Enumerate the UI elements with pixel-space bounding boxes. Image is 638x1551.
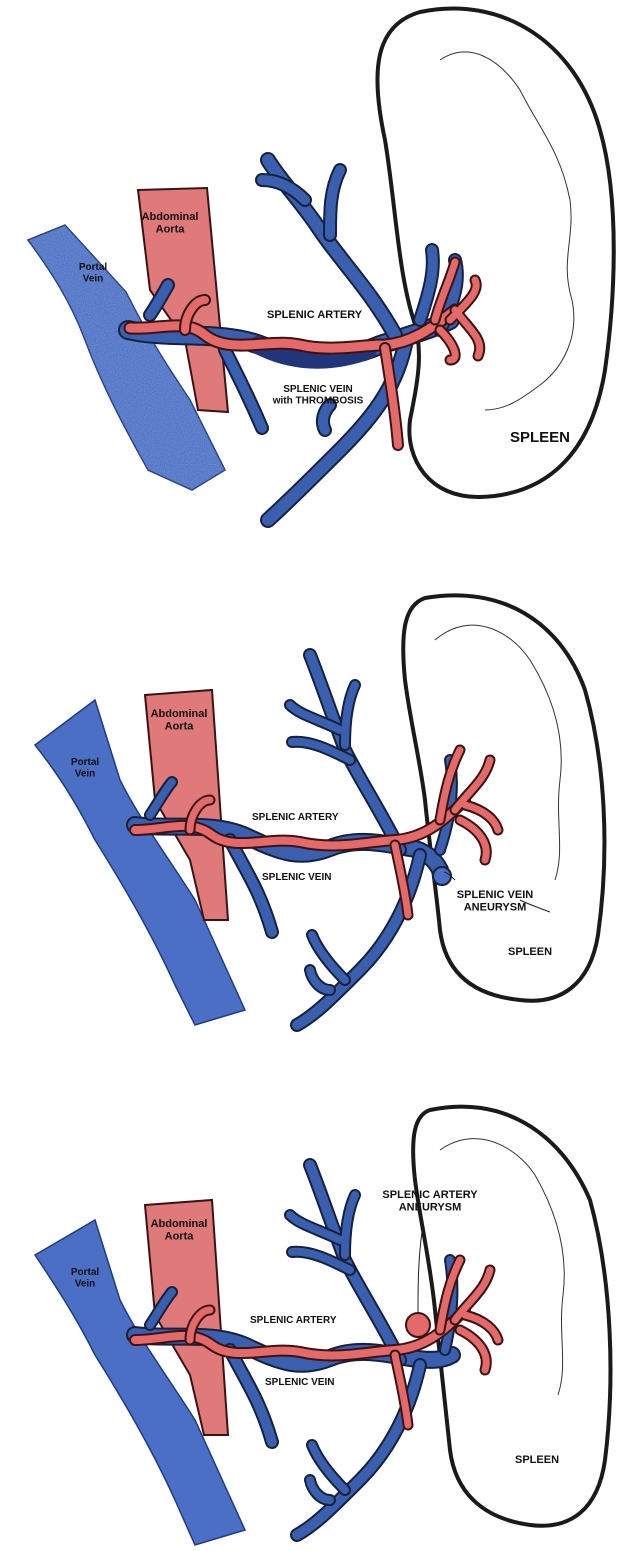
artery-label: SPLENIC ARTERY: [250, 1315, 337, 1326]
artery-aneurysm: [406, 1313, 430, 1337]
spleen-label: SPLEEN: [510, 429, 570, 446]
label-line: Vein: [83, 274, 104, 285]
label-line: Aorta: [165, 1231, 195, 1243]
artery-label: SPLENIC ARTERY: [252, 812, 339, 823]
label-line: Aorta: [165, 721, 195, 733]
spleen-outline: [377, 8, 613, 497]
spleen-label: SPLEEN: [515, 1454, 559, 1466]
vein-label: SPLENIC VEIN: [265, 1377, 334, 1388]
label-line: Vein: [75, 769, 96, 780]
label-line: ANEURYSM: [464, 902, 527, 914]
vein-aneurysm: [433, 867, 451, 885]
spleen-label: SPLEEN: [508, 946, 552, 958]
spleen-outline: [403, 595, 604, 1000]
label-line: Vein: [75, 1279, 96, 1290]
artery-label: SPLENIC ARTERY: [267, 309, 363, 321]
vein-label: SPLENIC VEIN: [262, 872, 331, 883]
label-line: Aorta: [156, 224, 186, 236]
label-line: with THROMBOSIS: [272, 396, 364, 407]
label-line: ANEURYSM: [399, 1202, 462, 1214]
